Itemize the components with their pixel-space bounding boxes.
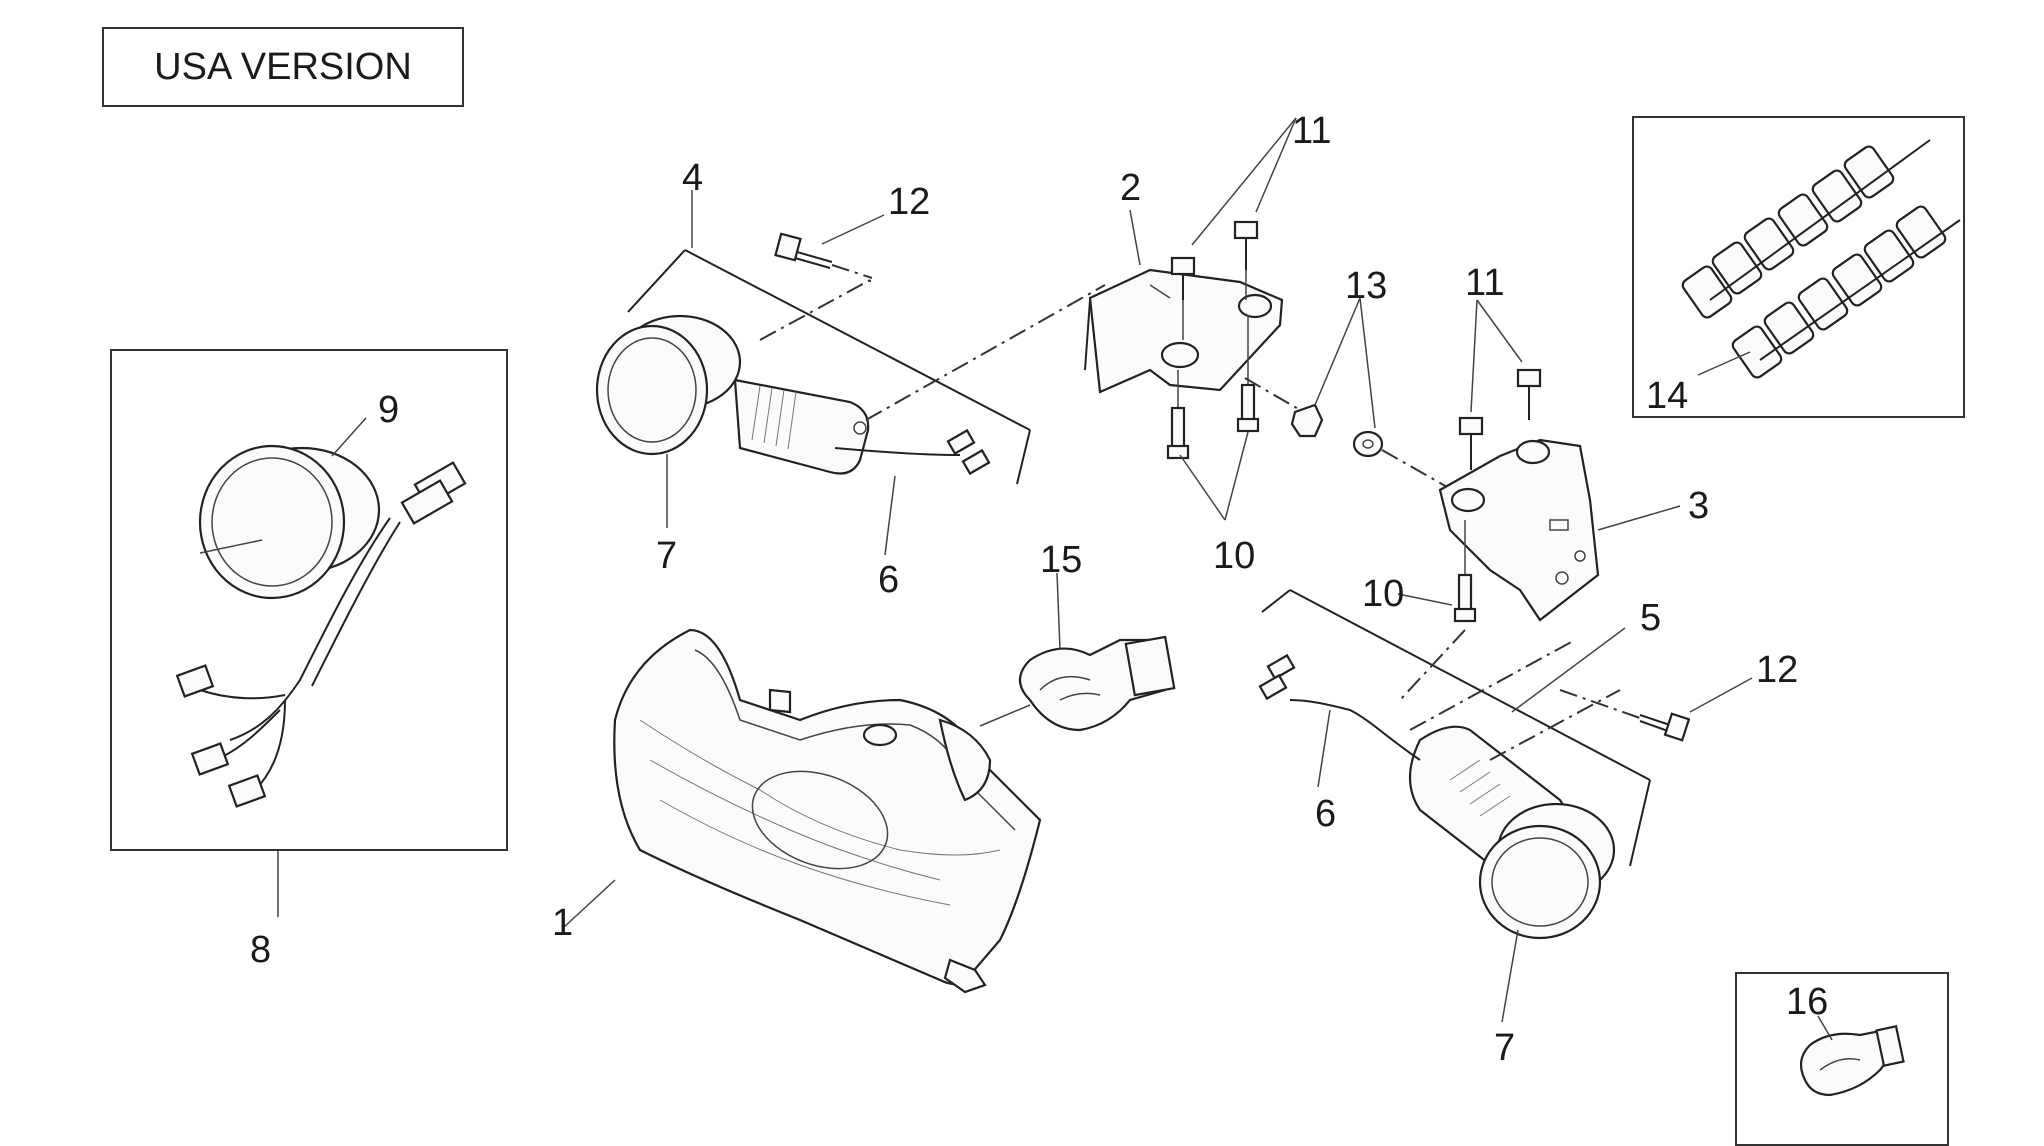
label-9: 9 [378,389,399,431]
bolt-right [1559,689,1691,742]
left-bracket [1084,268,1284,394]
nut-and-washer [1244,377,1471,501]
label-1: 1 [552,902,573,944]
bulb-16 [1799,1025,1905,1097]
label-7a: 7 [656,535,677,577]
label-14: 14 [1646,375,1688,417]
label-6b: 6 [1315,793,1336,835]
part-number-labels: 1 2 3 4 5 6 6 7 7 8 9 10 10 11 11 12 12 … [250,110,1828,1069]
label-12a: 12 [888,181,930,223]
label-10b: 10 [1362,573,1404,615]
label-13: 13 [1345,265,1387,307]
label-7b: 7 [1494,1027,1515,1069]
inset-box-connectors [1632,116,1965,418]
connector-grid [1681,139,1961,379]
version-label: USA VERSION [102,27,464,107]
label-12b: 12 [1756,649,1798,691]
label-11b: 11 [1465,262,1504,304]
label-10a: 10 [1213,535,1255,577]
screws-top-right [1458,368,1542,470]
bolt-left [774,232,873,279]
label-15: 15 [1040,539,1082,581]
label-5: 5 [1640,597,1661,639]
label-4: 4 [682,157,703,199]
label-3: 3 [1688,485,1709,527]
right-bracket [1438,438,1600,622]
left-turn-signal [595,249,1106,485]
screws-bottom-left [1166,315,1260,460]
label-8: 8 [250,929,271,971]
right-turn-signal [1258,589,1651,940]
screw-bottom-right [1453,520,1477,623]
screws-top-left [1170,220,1259,340]
label-11a: 11 [1292,110,1331,152]
leader-lines [277,117,1833,1041]
inset-headlight [175,444,467,808]
inset-box-headlight-unit [110,349,508,851]
label-16: 16 [1786,981,1828,1023]
label-2: 2 [1120,167,1141,209]
version-label-text: USA VERSION [154,45,412,88]
label-6a: 6 [878,559,899,601]
bulb-15 [1018,635,1176,732]
headlight-housing [613,628,1042,994]
